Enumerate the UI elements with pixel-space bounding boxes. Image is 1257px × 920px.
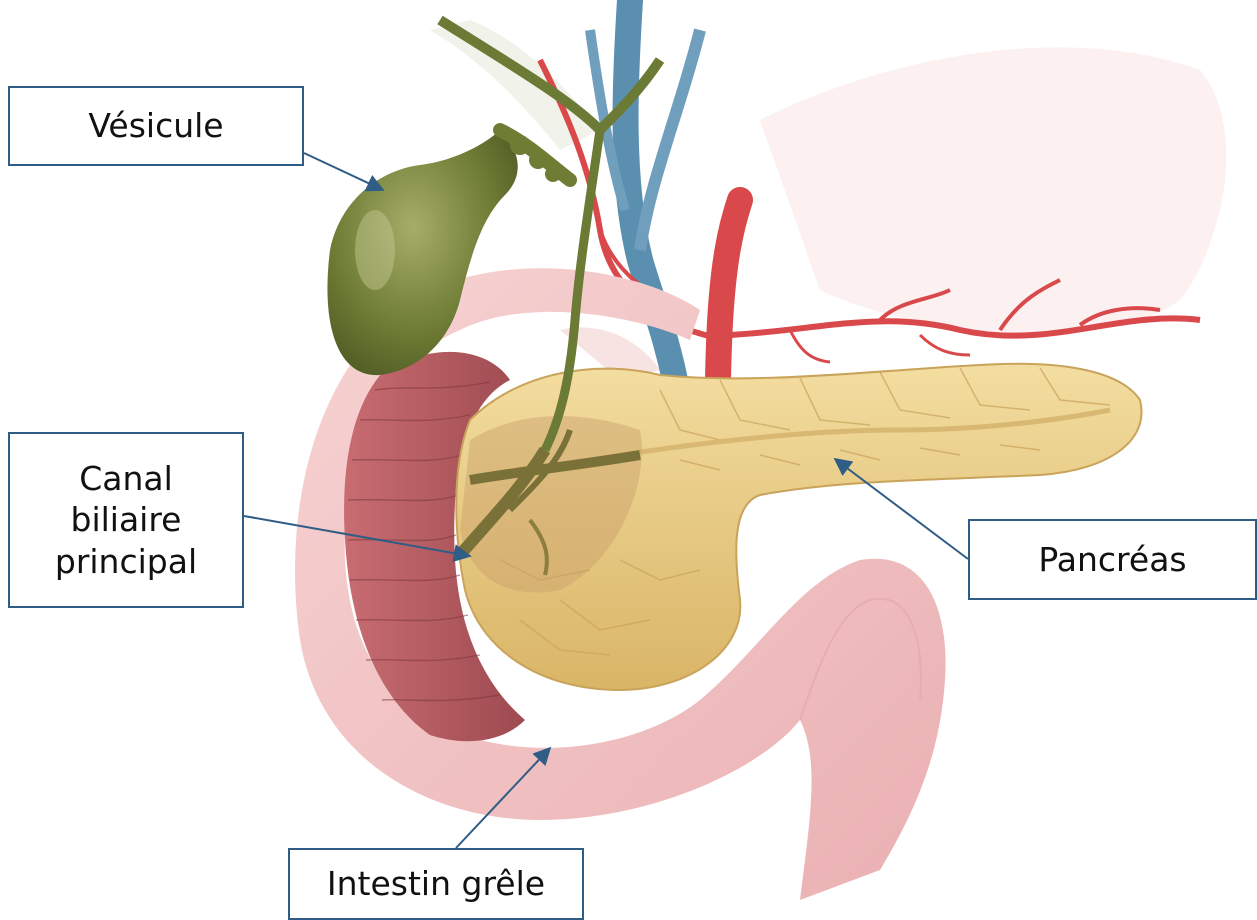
label-intestin-grele: Intestin grêle [288, 848, 584, 920]
label-vesicule-text: Vésicule [88, 105, 223, 146]
label-pancreas-text: Pancréas [1038, 539, 1186, 580]
vesicule-arrow [304, 153, 383, 190]
label-canal-biliaire-text: Canal biliaire principal [55, 458, 197, 582]
label-pancreas: Pancréas [968, 519, 1257, 600]
label-canal-biliaire: Canal biliaire principal [8, 432, 244, 608]
label-intestin-grele-text: Intestin grêle [327, 863, 545, 904]
label-vesicule: Vésicule [8, 86, 304, 166]
gallbladder [327, 130, 570, 375]
